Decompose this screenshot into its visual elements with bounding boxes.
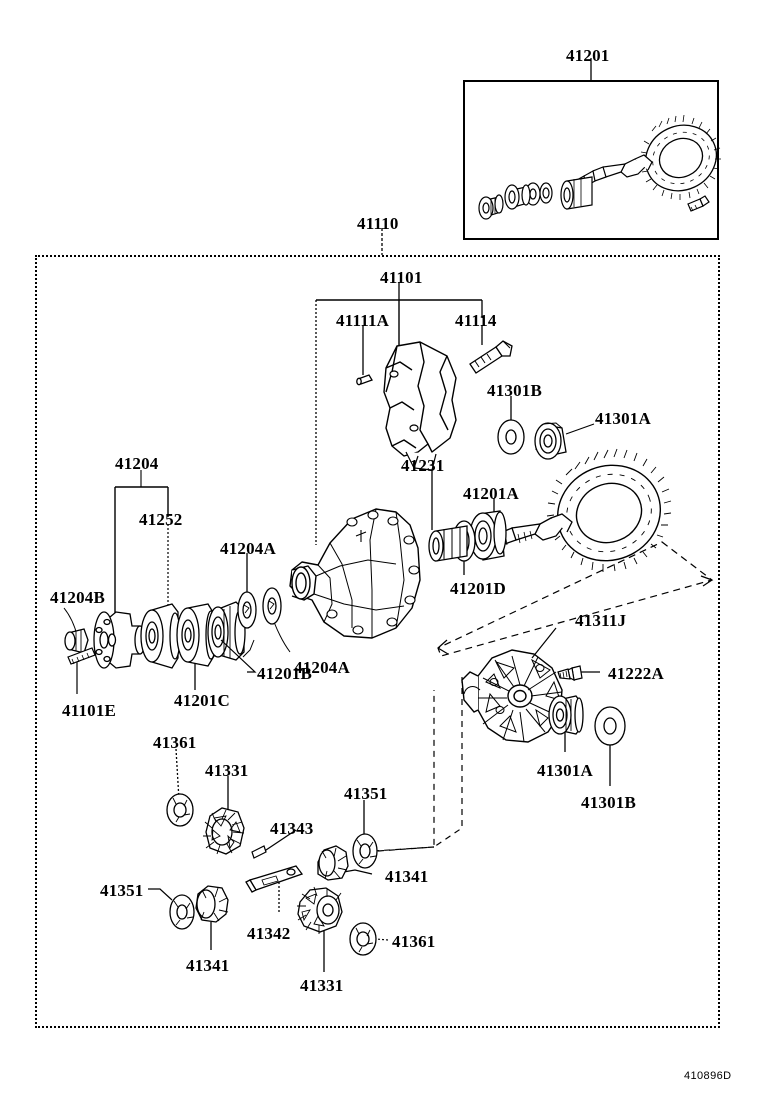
label-41114[interactable]: 41114 bbox=[455, 311, 497, 330]
label-41222a[interactable]: 41222A bbox=[608, 664, 664, 683]
label-41331-lower[interactable]: 41331 bbox=[300, 976, 344, 995]
label-41343[interactable]: 41343 bbox=[270, 819, 314, 838]
label-41301a-lower[interactable]: 41301A bbox=[537, 761, 593, 780]
label-41101[interactable]: 41101 bbox=[380, 268, 423, 287]
label-41301b-lower[interactable]: 41301B bbox=[581, 793, 637, 812]
label-41204b[interactable]: 41204B bbox=[50, 588, 106, 607]
label-41231[interactable]: 41231 bbox=[401, 456, 445, 475]
label-41311j[interactable]: 41311J bbox=[575, 611, 627, 630]
label-41351-lower[interactable]: 41351 bbox=[100, 881, 144, 900]
main-group-box-41110 bbox=[35, 255, 720, 1028]
label-41252[interactable]: 41252 bbox=[139, 510, 183, 529]
label-41301a-upper[interactable]: 41301A bbox=[595, 409, 651, 428]
label-41204a-upper[interactable]: 41204A bbox=[220, 539, 276, 558]
label-41110[interactable]: 41110 bbox=[357, 214, 399, 233]
label-41201c[interactable]: 41201C bbox=[174, 691, 230, 710]
label-41361-lower[interactable]: 41361 bbox=[392, 932, 436, 951]
label-41341-right[interactable]: 41341 bbox=[385, 867, 429, 886]
label-41111a[interactable]: 41111A bbox=[336, 311, 390, 330]
diagram-code: 410896D bbox=[684, 1070, 732, 1082]
label-41204a-lower[interactable]: 41204A bbox=[294, 658, 350, 677]
label-41351-upper[interactable]: 41351 bbox=[344, 784, 388, 803]
label-41342[interactable]: 41342 bbox=[247, 924, 291, 943]
label-41201a[interactable]: 41201A bbox=[463, 484, 519, 503]
label-41341-left[interactable]: 41341 bbox=[186, 956, 230, 975]
label-41331-upper[interactable]: 41331 bbox=[205, 761, 249, 780]
label-41361-upper[interactable]: 41361 bbox=[153, 733, 197, 752]
label-41201[interactable]: 41201 bbox=[566, 46, 610, 65]
label-41301b-upper[interactable]: 41301B bbox=[487, 381, 543, 400]
label-41101e[interactable]: 41101E bbox=[62, 701, 117, 720]
label-41201d[interactable]: 41201D bbox=[450, 579, 506, 598]
label-41201b[interactable]: 41201B bbox=[257, 664, 313, 683]
label-41204[interactable]: 41204 bbox=[115, 454, 159, 473]
inset-box-41201 bbox=[463, 80, 719, 240]
